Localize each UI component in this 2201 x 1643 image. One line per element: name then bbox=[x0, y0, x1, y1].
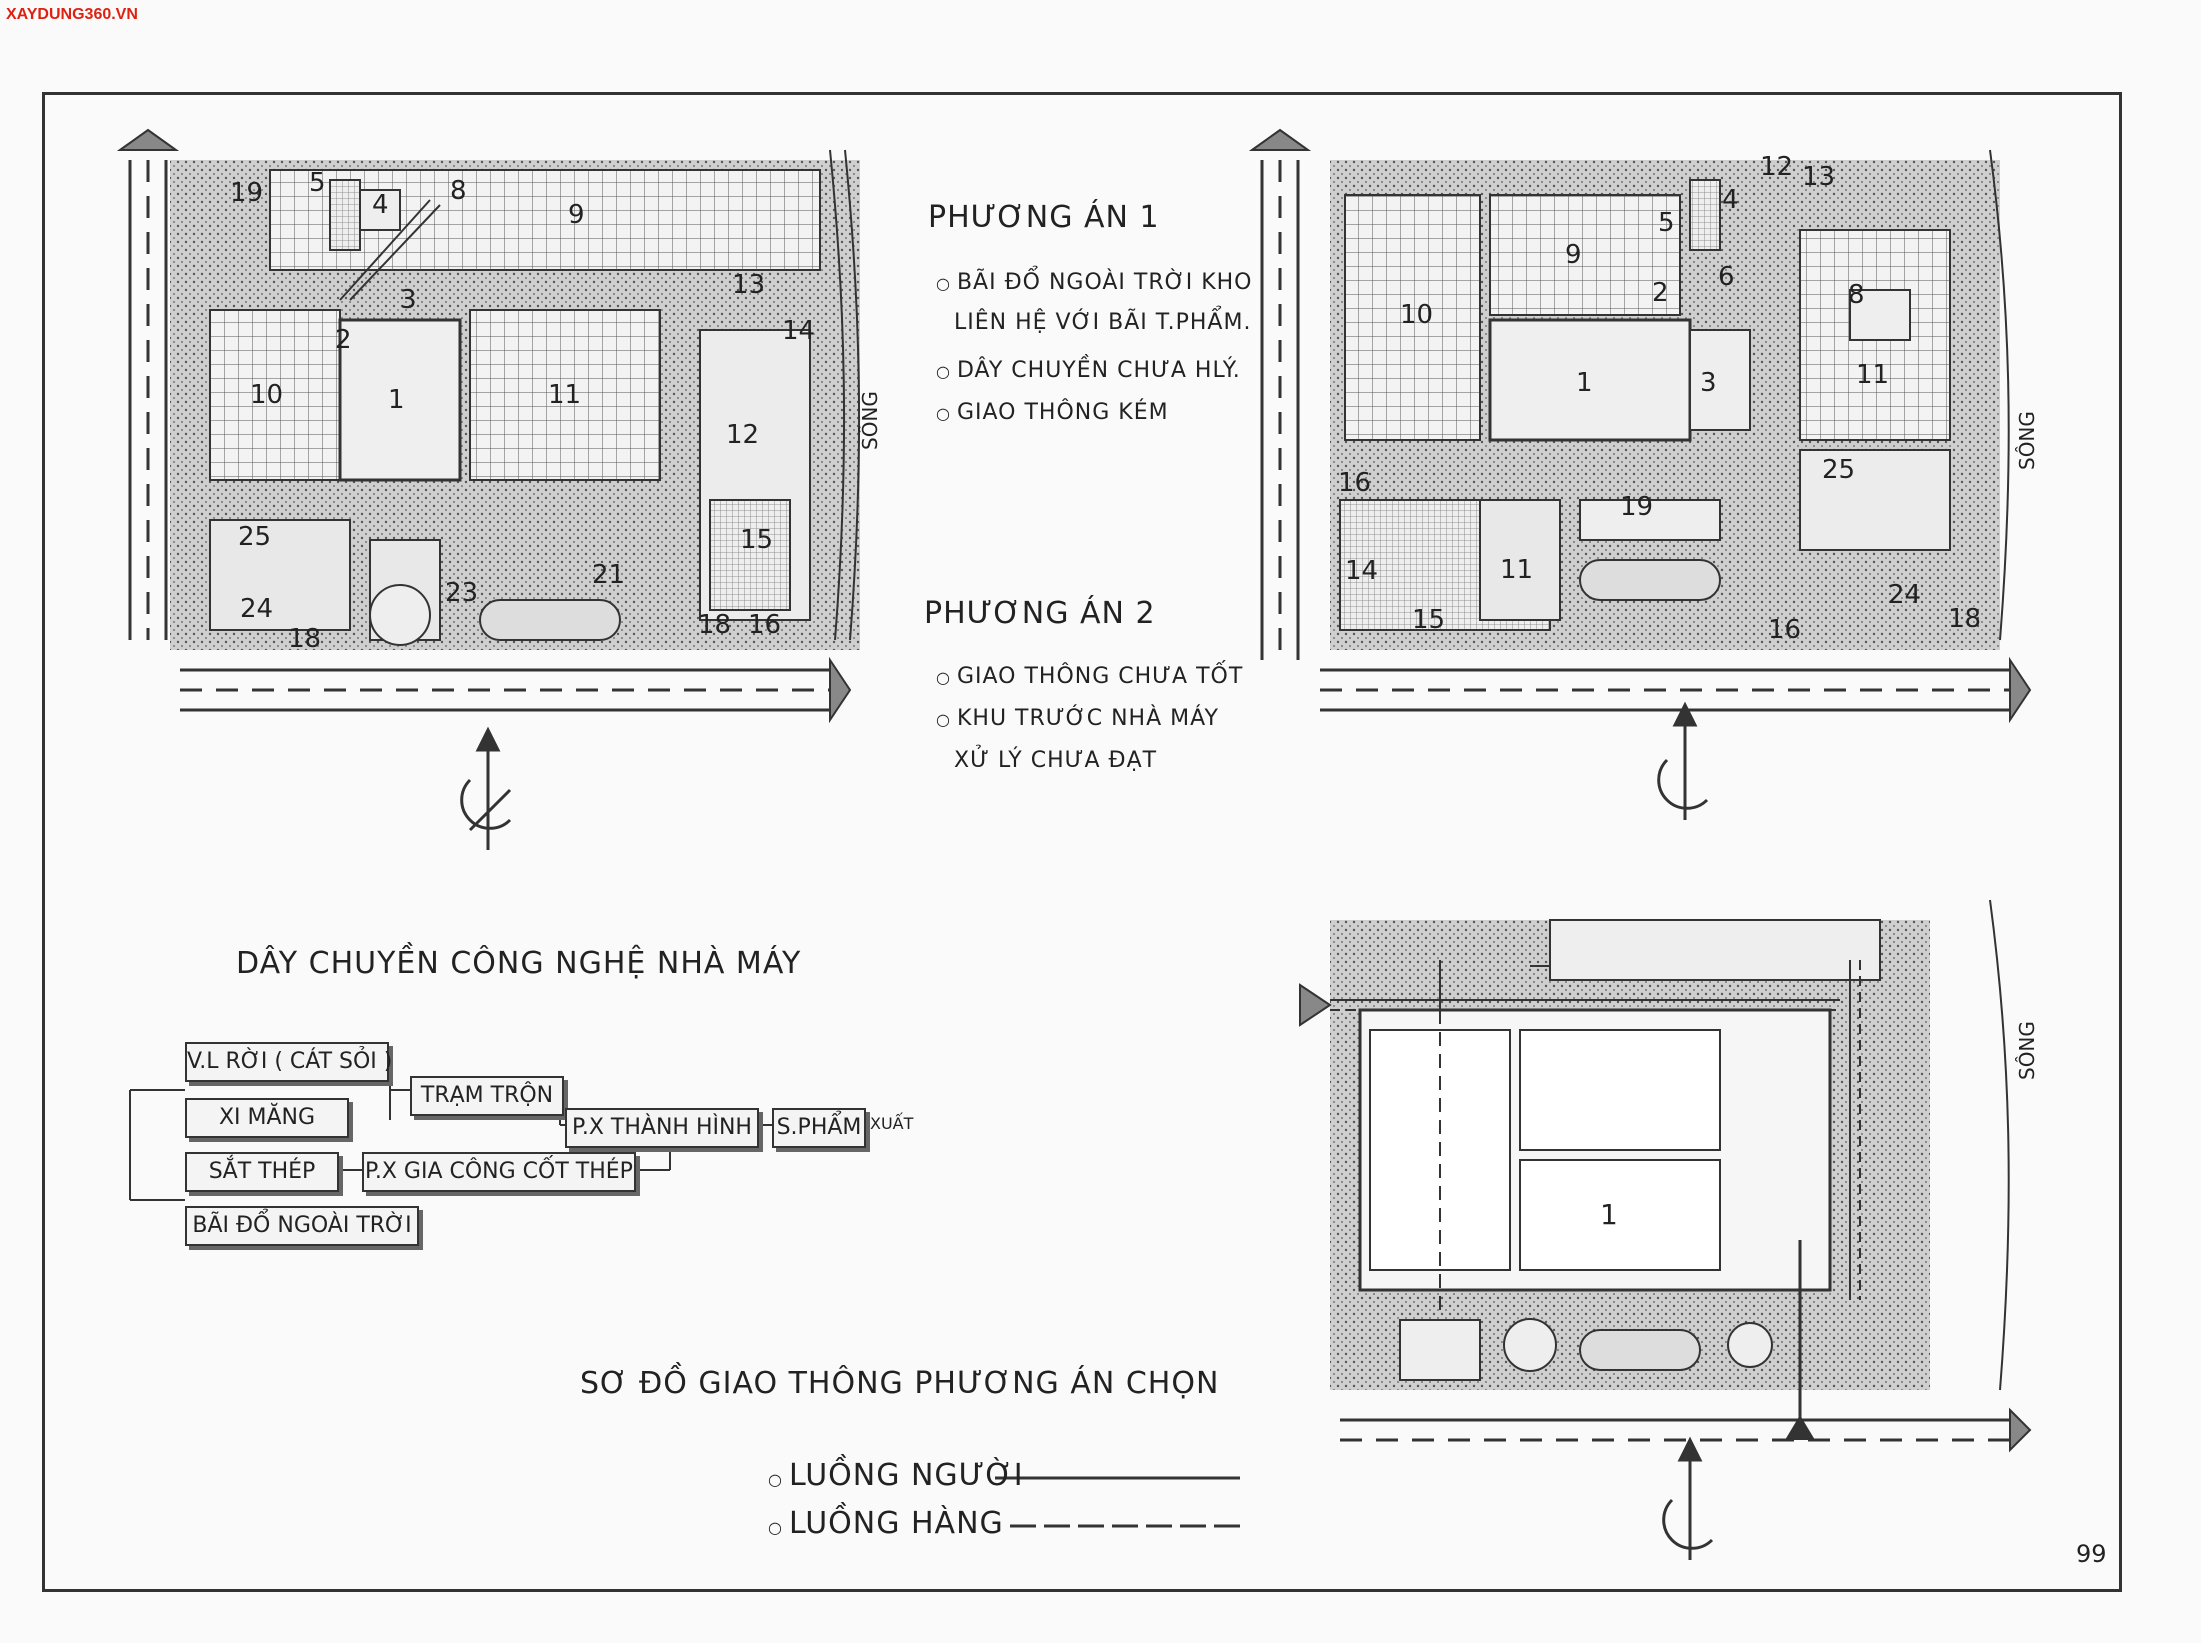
zone-15: 14 bbox=[1345, 556, 1379, 586]
north-arrow-2 bbox=[1657, 701, 1709, 820]
zone-2: 2 bbox=[335, 325, 352, 355]
box-product: S.PHẨM bbox=[772, 1108, 866, 1148]
option1-note-3: GIAO THÔNG KÉM bbox=[936, 400, 1169, 425]
option1-title: PHƯƠNG ÁN 1 bbox=[928, 200, 1160, 235]
zone-25: 25 bbox=[238, 522, 272, 552]
option2-title: PHƯƠNG ÁN 2 bbox=[924, 596, 1156, 631]
zone-3: 3 bbox=[400, 285, 417, 315]
zone-13: 12 bbox=[1760, 152, 1794, 182]
zone-19: 18 bbox=[1948, 604, 1982, 634]
zone-9: 11 bbox=[1856, 360, 1890, 390]
zone-3: 3 bbox=[1700, 368, 1717, 398]
north-arrow-traffic bbox=[1662, 1436, 1714, 1560]
river-label-3: SÔNG bbox=[2015, 1021, 2039, 1080]
traffic-title: SƠ ĐỒ GIAO THÔNG PHƯƠNG ÁN CHỌN bbox=[580, 1366, 1220, 1401]
zone-8: 8 bbox=[450, 176, 467, 206]
zone-9: 9 bbox=[568, 200, 585, 230]
box-cement: XI MĂNG bbox=[185, 1098, 349, 1138]
page-number: 99 bbox=[2076, 1540, 2107, 1568]
zone-18: 16 bbox=[1338, 468, 1372, 498]
zone-14: 13 bbox=[1802, 162, 1836, 192]
zone-5: 5 bbox=[1658, 208, 1675, 238]
legend-goods: LUỒNG HÀNG bbox=[768, 1506, 1004, 1541]
zone-24: 24 bbox=[1888, 580, 1922, 610]
zone-15: 15 bbox=[740, 525, 774, 555]
zone-25: 25 bbox=[1822, 455, 1856, 485]
drawing-frame bbox=[42, 92, 2122, 1592]
river-label-1: SÔNG bbox=[858, 391, 882, 450]
zone-1: 1 bbox=[1576, 368, 1593, 398]
zone-10: 9 bbox=[1565, 240, 1582, 270]
zone-12: 12 bbox=[726, 420, 760, 450]
zone-4: 4 bbox=[372, 190, 389, 220]
zone-5: 5 bbox=[309, 168, 326, 198]
watermark: XAYDUNG360.VN bbox=[6, 6, 138, 23]
zone-13: 13 bbox=[732, 270, 766, 300]
zone-1: 1 bbox=[388, 385, 405, 415]
box-loose-materials: V.L RỜI ( CÁT SỎI ) bbox=[185, 1042, 392, 1082]
export-label: XUẤT bbox=[870, 1114, 914, 1133]
zone-6: 6 bbox=[1718, 262, 1735, 292]
plan-option-1 bbox=[116, 128, 861, 724]
box-rebar-workshop: P.X GIA CÔNG CỐT THÉP bbox=[362, 1152, 636, 1192]
plan-option-2 bbox=[1248, 128, 2032, 724]
box-steel: SẮT THÉP bbox=[185, 1152, 339, 1192]
legend-people: LUỒNG NGƯỜI bbox=[768, 1458, 1024, 1493]
zone-16: 16 bbox=[748, 610, 782, 640]
zone-19: 19 bbox=[230, 178, 264, 208]
option2-note-2: KHU TRƯỚC NHÀ MÁY bbox=[936, 706, 1219, 731]
zone-18b: 16 bbox=[1768, 615, 1802, 645]
zone-14: 14 bbox=[782, 316, 816, 346]
zone-2: 2 bbox=[1652, 278, 1669, 308]
option2-note-1: GIAO THÔNG CHƯA TỐT bbox=[936, 664, 1243, 689]
north-arrow-1 bbox=[460, 726, 512, 850]
option1-note-1b: LIÊN HỆ VỚI BÃI T.PHẨM. bbox=[954, 310, 1252, 335]
box-forming-workshop: P.X THÀNH HÌNH bbox=[565, 1108, 759, 1148]
option2-note-3: XỬ LÝ CHƯA ĐẠT bbox=[954, 748, 1158, 773]
zone-16: 15 bbox=[1412, 605, 1446, 635]
box-outdoor-yard: BÃI ĐỔ NGOÀI TRỜI bbox=[185, 1206, 419, 1246]
zone-10: 10 bbox=[250, 380, 284, 410]
zone-12: 11 bbox=[1500, 555, 1534, 585]
plan-traffic bbox=[1299, 899, 2032, 1453]
zone-24: 24 bbox=[240, 594, 274, 624]
zone-4: 4 bbox=[1722, 185, 1739, 215]
zone-8: 8 bbox=[1848, 280, 1865, 310]
process-title: DÂY CHUYỀN CÔNG NGHỆ NHÀ MÁY bbox=[236, 946, 802, 981]
zone-18b: 18 bbox=[698, 610, 732, 640]
box-mixing-station: TRẠM TRỘN bbox=[410, 1076, 564, 1116]
river-label-2: SÔNG bbox=[2015, 411, 2039, 470]
zone-23: 23 bbox=[445, 578, 479, 608]
option1-note-2: DÂY CHUYỀN CHƯA HLÝ. bbox=[936, 358, 1241, 383]
traffic-zone-1: 1 bbox=[1600, 1198, 1618, 1231]
zone-11: 10 bbox=[1400, 300, 1434, 330]
zone-21: 19 bbox=[1620, 492, 1654, 522]
option1-note-1: BÃI ĐỔ NGOÀI TRỜI KHO bbox=[936, 270, 1253, 295]
zone-11: 11 bbox=[548, 380, 582, 410]
legend-lines bbox=[995, 1476, 1240, 1528]
zone-18: 18 bbox=[288, 624, 322, 654]
zone-21: 21 bbox=[592, 560, 626, 590]
